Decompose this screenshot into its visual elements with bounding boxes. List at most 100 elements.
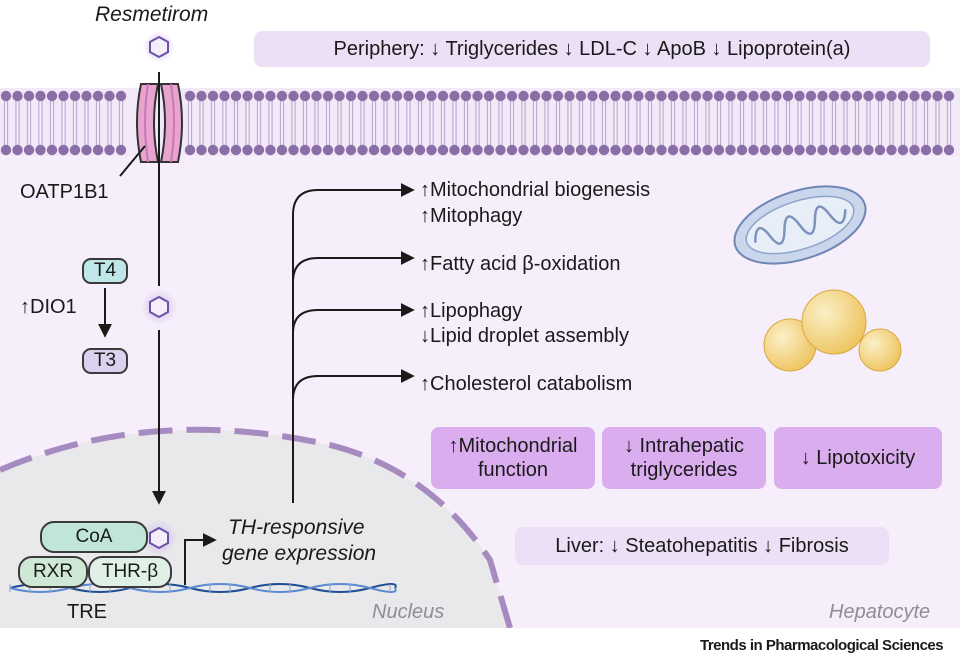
lipid-head (552, 144, 564, 156)
lipid-tail (371, 101, 377, 123)
lipid-tail (762, 101, 768, 123)
lipid-tail (199, 123, 204, 145)
lipid-tail (843, 123, 848, 145)
lipid-head (633, 144, 644, 156)
lipid-head (334, 144, 345, 156)
lipid-head (518, 144, 529, 156)
lipid-tail (15, 101, 20, 123)
lipid-tail (279, 101, 285, 123)
lipid-tail (889, 101, 894, 123)
lipid-head (322, 144, 334, 156)
lipid-tail (774, 101, 779, 123)
lipid-head (713, 90, 725, 102)
lipid-head (380, 90, 391, 102)
lipid-head (58, 90, 69, 102)
lipid-tail (935, 101, 940, 123)
lipid-head (794, 144, 805, 156)
lipid-tail (670, 101, 676, 123)
lipid-head (265, 144, 276, 156)
lipid-head (909, 90, 920, 102)
lipid-tail (279, 123, 285, 145)
lipid-tail (762, 123, 768, 145)
lipid-tail (509, 123, 515, 145)
lipid-tail (843, 101, 848, 123)
lipid-head (679, 90, 690, 102)
lipid-tail (118, 123, 124, 145)
outcome-line: ↑Mitochondrial (448, 435, 578, 457)
lipid-tail (854, 101, 860, 123)
t3-tag: T3 (82, 348, 128, 374)
lipid-head (851, 144, 863, 156)
lipid-head (46, 90, 58, 102)
lipid-tail (797, 123, 802, 145)
lipid-head (598, 90, 610, 102)
lipid-head (253, 144, 265, 156)
thr-beta-receptor: THR-β (88, 556, 172, 588)
lipid-head (828, 144, 840, 156)
lipid-tail (659, 123, 664, 145)
lipid-head (702, 144, 713, 156)
lipid-tail (199, 101, 204, 123)
lipid-tail (555, 123, 561, 145)
lipid-tail (785, 101, 791, 123)
effect-line: ↑Mitophagy (420, 205, 523, 227)
lipid-tail (440, 101, 446, 123)
lipid-head (449, 144, 460, 156)
lipid-tail (509, 101, 515, 123)
drug-name: Resmetirom (95, 3, 209, 26)
lipid-head (794, 90, 805, 102)
lipid-head (587, 90, 598, 102)
lipid-head (886, 90, 897, 102)
lipid-head (725, 144, 736, 156)
lipid-head (886, 144, 897, 156)
lipid-tail (302, 101, 308, 123)
lipid-tail (61, 123, 66, 145)
lipid-head (242, 90, 253, 102)
lipid-tail (808, 123, 814, 145)
lipid-tail (601, 123, 607, 145)
lipid-head (897, 144, 909, 156)
outcome-line: ↓ Lipotoxicity (800, 447, 916, 469)
lipid-head (483, 144, 495, 156)
lipid-head (610, 90, 621, 102)
dio1-label: ↑DIO1 (20, 296, 77, 318)
lipid-head (69, 144, 81, 156)
lipid-head (184, 144, 196, 156)
lipid-head (311, 90, 322, 102)
lipid-head (667, 144, 679, 156)
lipid-head (380, 144, 391, 156)
lipid-tail (693, 123, 699, 145)
lipid-tail (72, 123, 78, 145)
lipid-head (598, 144, 610, 156)
lipid-droplets-illustration (763, 289, 902, 372)
lipid-tail (567, 123, 572, 145)
liver-effects: Liver: ↓ Steatohepatitis ↓ Fibrosis (515, 527, 889, 565)
lipid-tail (429, 123, 434, 145)
lipid-head (207, 144, 219, 156)
lipid-head (219, 144, 230, 156)
lipid-tail (233, 101, 239, 123)
lipid-tail (107, 123, 112, 145)
lipid-tail (751, 123, 756, 145)
lipid-tail (716, 123, 722, 145)
lipid-head (805, 90, 817, 102)
lipid-tail (636, 101, 641, 123)
effect-branch-3 (292, 303, 415, 334)
lipid-tail (268, 101, 273, 123)
lipid-tail (371, 123, 377, 145)
lipid-head (276, 90, 288, 102)
lipid-head (437, 144, 449, 156)
lipid-tail (337, 123, 342, 145)
lipid-tail (900, 123, 906, 145)
lipid-head (541, 90, 552, 102)
lipid-tail (866, 123, 871, 145)
lipid-tail (946, 123, 952, 145)
lipid-head (840, 90, 851, 102)
lipid-tail (831, 101, 837, 123)
lipid-tail (532, 101, 538, 123)
lipid-tail (498, 123, 503, 145)
lipid-head (437, 90, 449, 102)
effect-trunk (292, 183, 415, 503)
